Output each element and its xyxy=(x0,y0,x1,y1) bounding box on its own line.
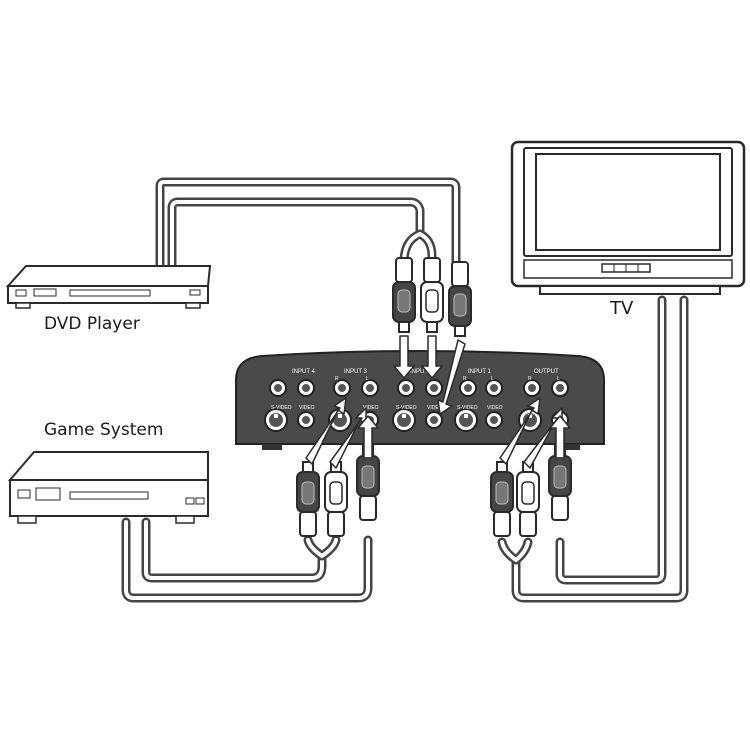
dvd-plugs xyxy=(392,257,472,337)
panel-label-r-3: R xyxy=(335,376,339,382)
cable-output-to-tv xyxy=(497,295,689,603)
dvd-player xyxy=(5,265,212,309)
game-system xyxy=(7,451,209,524)
panel-label-input4: INPUT 4 xyxy=(292,369,316,375)
panel-label-input1: INPUT 1 xyxy=(468,369,492,375)
input4-jacks: S-VIDEO VIDEO xyxy=(264,379,315,432)
game-system-label: Game System xyxy=(44,420,164,440)
panel-label-input3: INPUT 3 xyxy=(344,369,368,375)
cable-dvd-to-input2 xyxy=(155,177,461,273)
panel-label-output: OUTPUT xyxy=(534,369,559,375)
input2-jacks: S-VIDEO VIDEO xyxy=(392,379,443,432)
panel-label-svideo-4: S-VIDEO xyxy=(271,405,292,411)
panel-label-l-out: L xyxy=(557,376,560,382)
dvd-player-label: DVD Player xyxy=(44,314,140,334)
dvd-plug-l xyxy=(420,257,444,333)
dvd-plug-r xyxy=(392,257,416,333)
panel-label-svideo-2: S-VIDEO xyxy=(396,405,417,411)
panel-label-l-3: L xyxy=(366,376,369,382)
dvd-plug-video xyxy=(448,261,472,337)
panel-label-input2: INPUT 2 xyxy=(410,369,434,375)
input3-jacks: R L VIDEO xyxy=(328,376,379,432)
panel-label-video-4: VIDEO xyxy=(299,405,315,411)
tv-label: TV xyxy=(610,298,634,319)
panel-label-video-1: VIDEO xyxy=(487,405,503,411)
panel-label-video-2: VIDEO xyxy=(427,405,443,411)
tv xyxy=(510,140,746,295)
output-jacks: R L xyxy=(518,376,569,432)
panel-label-svideo-1: S-VIDEO xyxy=(457,405,478,411)
input1-jacks: R L S-VIDEO VIDEO xyxy=(454,376,503,432)
cable-game-to-input3 xyxy=(121,517,373,603)
panel-label-r-1: R xyxy=(463,376,467,382)
av-switch-box: INPUT 4 INPUT 3 INPUT 2 INPUT 1 OUTPUT S… xyxy=(235,350,605,450)
panel-label-r-out: R xyxy=(528,376,532,382)
connection-arrows xyxy=(305,335,571,469)
panel-label-l-1: L xyxy=(491,376,494,382)
panel-label-video-3: VIDEO xyxy=(363,405,379,411)
